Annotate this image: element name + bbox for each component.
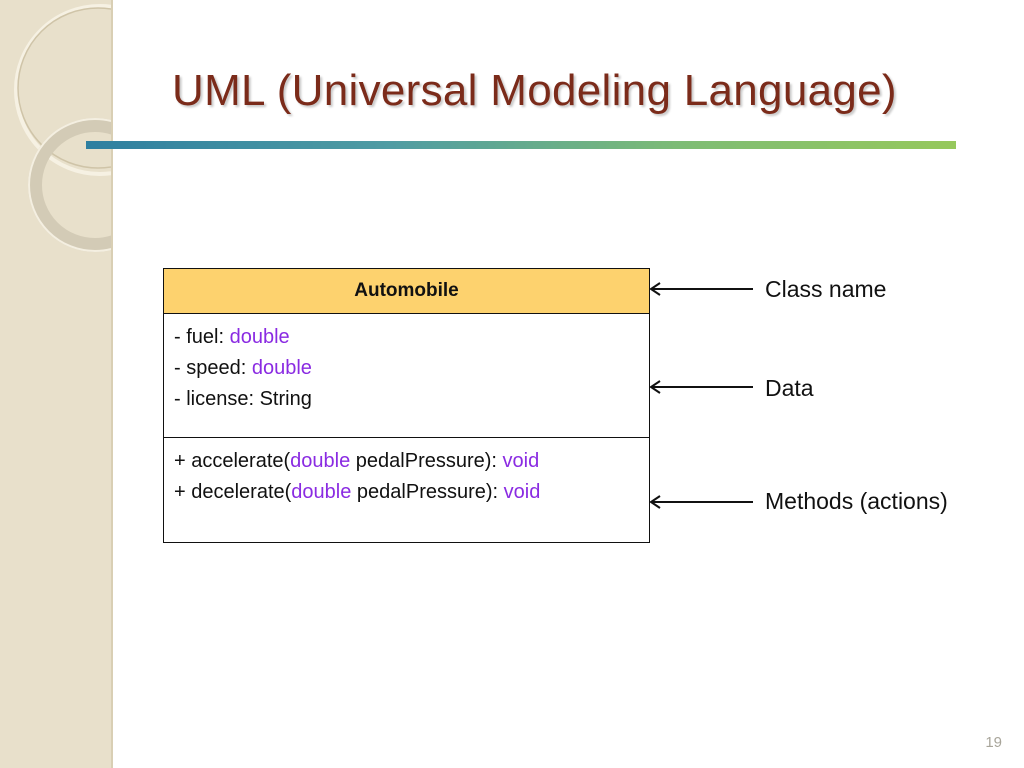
attribute-type: double — [229, 326, 290, 348]
uml-class-name: Automobile — [354, 280, 459, 301]
attribute-name: - speed: — [174, 357, 252, 379]
uml-attributes-section: - fuel: double - speed: double - license… — [164, 314, 649, 438]
uml-methods-section: + accelerate(double pedalPressure): void… — [164, 438, 649, 508]
method-param-type: double — [291, 481, 352, 503]
method-name: + decelerate( — [174, 481, 292, 503]
attribute-type: String — [259, 388, 312, 410]
label-class-name: Class name — [765, 276, 887, 302]
title-underline — [86, 141, 956, 149]
slide-title: UML (Universal Modeling Language) — [172, 66, 897, 115]
uml-class-diagram: Automobile - fuel: double - speed: doubl… — [163, 268, 650, 543]
attribute-name: - license: — [174, 388, 260, 410]
arrow-data — [649, 380, 753, 394]
uml-attribute: - speed: double — [174, 353, 639, 384]
label-methods: Methods (actions) — [765, 488, 948, 514]
uml-attribute: - fuel: double — [174, 322, 639, 353]
sidebar-decoration — [0, 0, 113, 768]
method-return-type: void — [503, 481, 541, 503]
page-number: 19 — [985, 734, 1002, 751]
method-param: pedalPressure): — [351, 481, 504, 503]
label-data: Data — [765, 375, 814, 401]
uml-method: + decelerate(double pedalPressure): void — [174, 477, 639, 508]
uml-method: + accelerate(double pedalPressure): void — [174, 446, 639, 477]
method-param: pedalPressure): — [350, 450, 503, 472]
attribute-name: - fuel: — [174, 326, 230, 348]
decorative-circles — [14, 4, 111, 252]
annotation-arrows — [649, 282, 753, 509]
uml-class-name-section: Automobile — [164, 269, 649, 314]
method-return-type: void — [502, 450, 540, 472]
method-name: + accelerate( — [174, 450, 291, 472]
arrow-class-name — [649, 282, 753, 296]
method-param-type: double — [290, 450, 351, 472]
arrow-methods — [649, 495, 753, 509]
uml-attribute: - license: String — [174, 384, 639, 415]
attribute-type: double — [251, 357, 312, 379]
